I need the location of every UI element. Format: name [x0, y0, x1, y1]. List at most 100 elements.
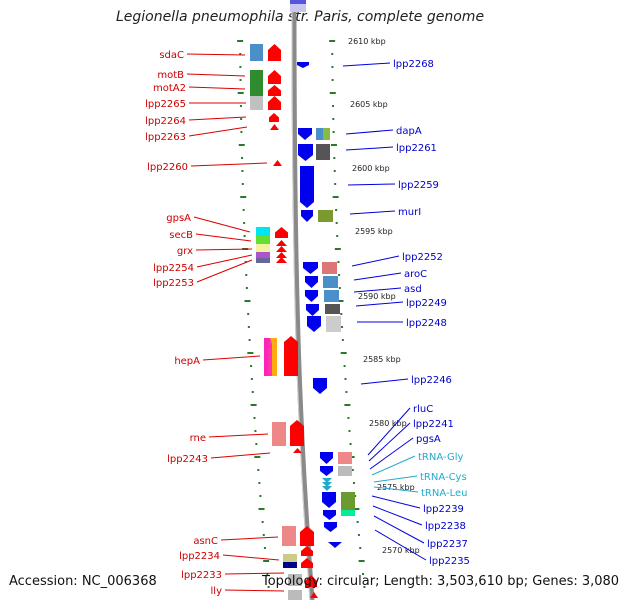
cog-block — [316, 144, 330, 160]
gene-arrow — [297, 62, 309, 68]
gene-label-asnc: asnC — [193, 536, 218, 547]
label-leader — [224, 589, 285, 592]
gene-label-lpp2233: lpp2233 — [181, 570, 222, 581]
label-leader — [196, 254, 253, 268]
tick-mark — [340, 352, 347, 354]
gene-block — [290, 0, 306, 4]
tick-mark — [247, 352, 254, 354]
gene-arrow — [322, 492, 336, 508]
gene-arrow — [307, 316, 321, 332]
label-leader — [220, 536, 279, 541]
gene-label-trna-leu: tRNA-Leu — [421, 488, 467, 499]
kbp-label: 2605 kbp — [350, 100, 388, 109]
tick-mark — [340, 313, 343, 315]
label-leader — [196, 259, 253, 283]
tick-mark — [333, 170, 336, 172]
tick-mark — [239, 66, 242, 68]
gene-arrow — [301, 546, 313, 556]
label-leader — [208, 433, 269, 438]
cog-block — [264, 338, 270, 376]
tick-mark — [334, 183, 337, 185]
tick-mark — [261, 521, 264, 523]
tick-mark — [341, 339, 344, 341]
label-leader — [195, 248, 253, 251]
tick-mark — [349, 443, 352, 445]
gene-arrow — [276, 257, 287, 263]
label-leader — [202, 355, 261, 361]
cog-block — [256, 252, 270, 258]
tick-mark — [344, 378, 347, 380]
tick-mark — [248, 339, 251, 341]
gene-arrow — [273, 160, 282, 166]
gene-label-lpp2235: lpp2235 — [429, 556, 470, 567]
label-leader — [360, 378, 409, 385]
tick-mark — [357, 534, 360, 536]
tick-mark — [266, 573, 269, 575]
tick-mark — [263, 547, 266, 549]
tick-mark — [343, 365, 346, 367]
gene-arrow — [320, 466, 333, 476]
label-leader — [188, 126, 248, 137]
cog-block — [250, 70, 263, 84]
label-leader — [347, 183, 396, 186]
gene-label-lpp2238: lpp2238 — [425, 521, 466, 532]
cog-block — [338, 466, 352, 476]
gene-label-lpp2239: lpp2239 — [423, 504, 464, 515]
label-leader — [193, 216, 251, 233]
cog-block — [256, 244, 270, 252]
tick-mark — [238, 144, 245, 146]
tick-mark — [348, 430, 351, 432]
gene-label-rluc: rluC — [413, 404, 433, 415]
topology-text: Topology: circular; Length: 3,503,610 bp… — [262, 574, 619, 589]
gene-arrow — [270, 124, 279, 130]
tick-mark — [332, 196, 339, 198]
cog-block — [322, 262, 337, 274]
tick-rings — [237, 40, 366, 588]
gene-arrow — [268, 338, 272, 376]
tick-mark — [242, 209, 245, 211]
gene-label-lpp2248: lpp2248 — [406, 318, 447, 329]
label-leader — [353, 272, 402, 281]
cog-block — [256, 227, 270, 236]
label-leader — [186, 73, 246, 77]
gene-label-dapa: dapA — [396, 126, 422, 137]
tick-mark — [237, 92, 244, 94]
gene-arrow — [293, 448, 302, 453]
cog-block — [283, 554, 297, 562]
gene-label-lpp2243: lpp2243 — [167, 454, 208, 465]
label-leader — [367, 407, 411, 456]
tick-mark — [331, 53, 334, 55]
gene-label-lpp2252: lpp2252 — [402, 252, 443, 263]
tick-mark — [240, 196, 247, 198]
gene-label-secb: secB — [169, 230, 193, 241]
tick-mark — [239, 105, 242, 107]
kbp-label: 2590 kbp — [358, 292, 396, 301]
cog-block — [323, 276, 338, 288]
tick-mark — [251, 391, 254, 393]
gene-arrow — [301, 210, 313, 222]
tick-mark — [250, 365, 253, 367]
gene-label-aroc: aroC — [404, 269, 427, 280]
label-leader — [345, 129, 394, 135]
tick-mark — [336, 235, 339, 237]
gene-label-lpp2263: lpp2263 — [145, 132, 186, 143]
cog-block — [283, 562, 297, 568]
tick-mark — [335, 222, 338, 224]
tick-mark — [243, 222, 246, 224]
tick-mark — [245, 274, 248, 276]
tick-mark — [332, 131, 335, 133]
cog-block — [338, 452, 352, 464]
cog-block — [318, 210, 333, 222]
gene-arrow — [268, 85, 281, 96]
accession-text: Accession: NC_006368 — [9, 574, 157, 589]
label-leader — [373, 475, 418, 483]
gene-label-lpp2234: lpp2234 — [179, 551, 220, 562]
gene-label-lpp2259: lpp2259 — [398, 180, 439, 191]
label-leader — [222, 554, 280, 561]
tick-mark — [254, 430, 257, 432]
tick-mark — [241, 183, 244, 185]
label-leader — [371, 455, 416, 476]
gene-label-lpp2241: lpp2241 — [413, 419, 454, 430]
gene-label-rne: rne — [190, 433, 206, 444]
